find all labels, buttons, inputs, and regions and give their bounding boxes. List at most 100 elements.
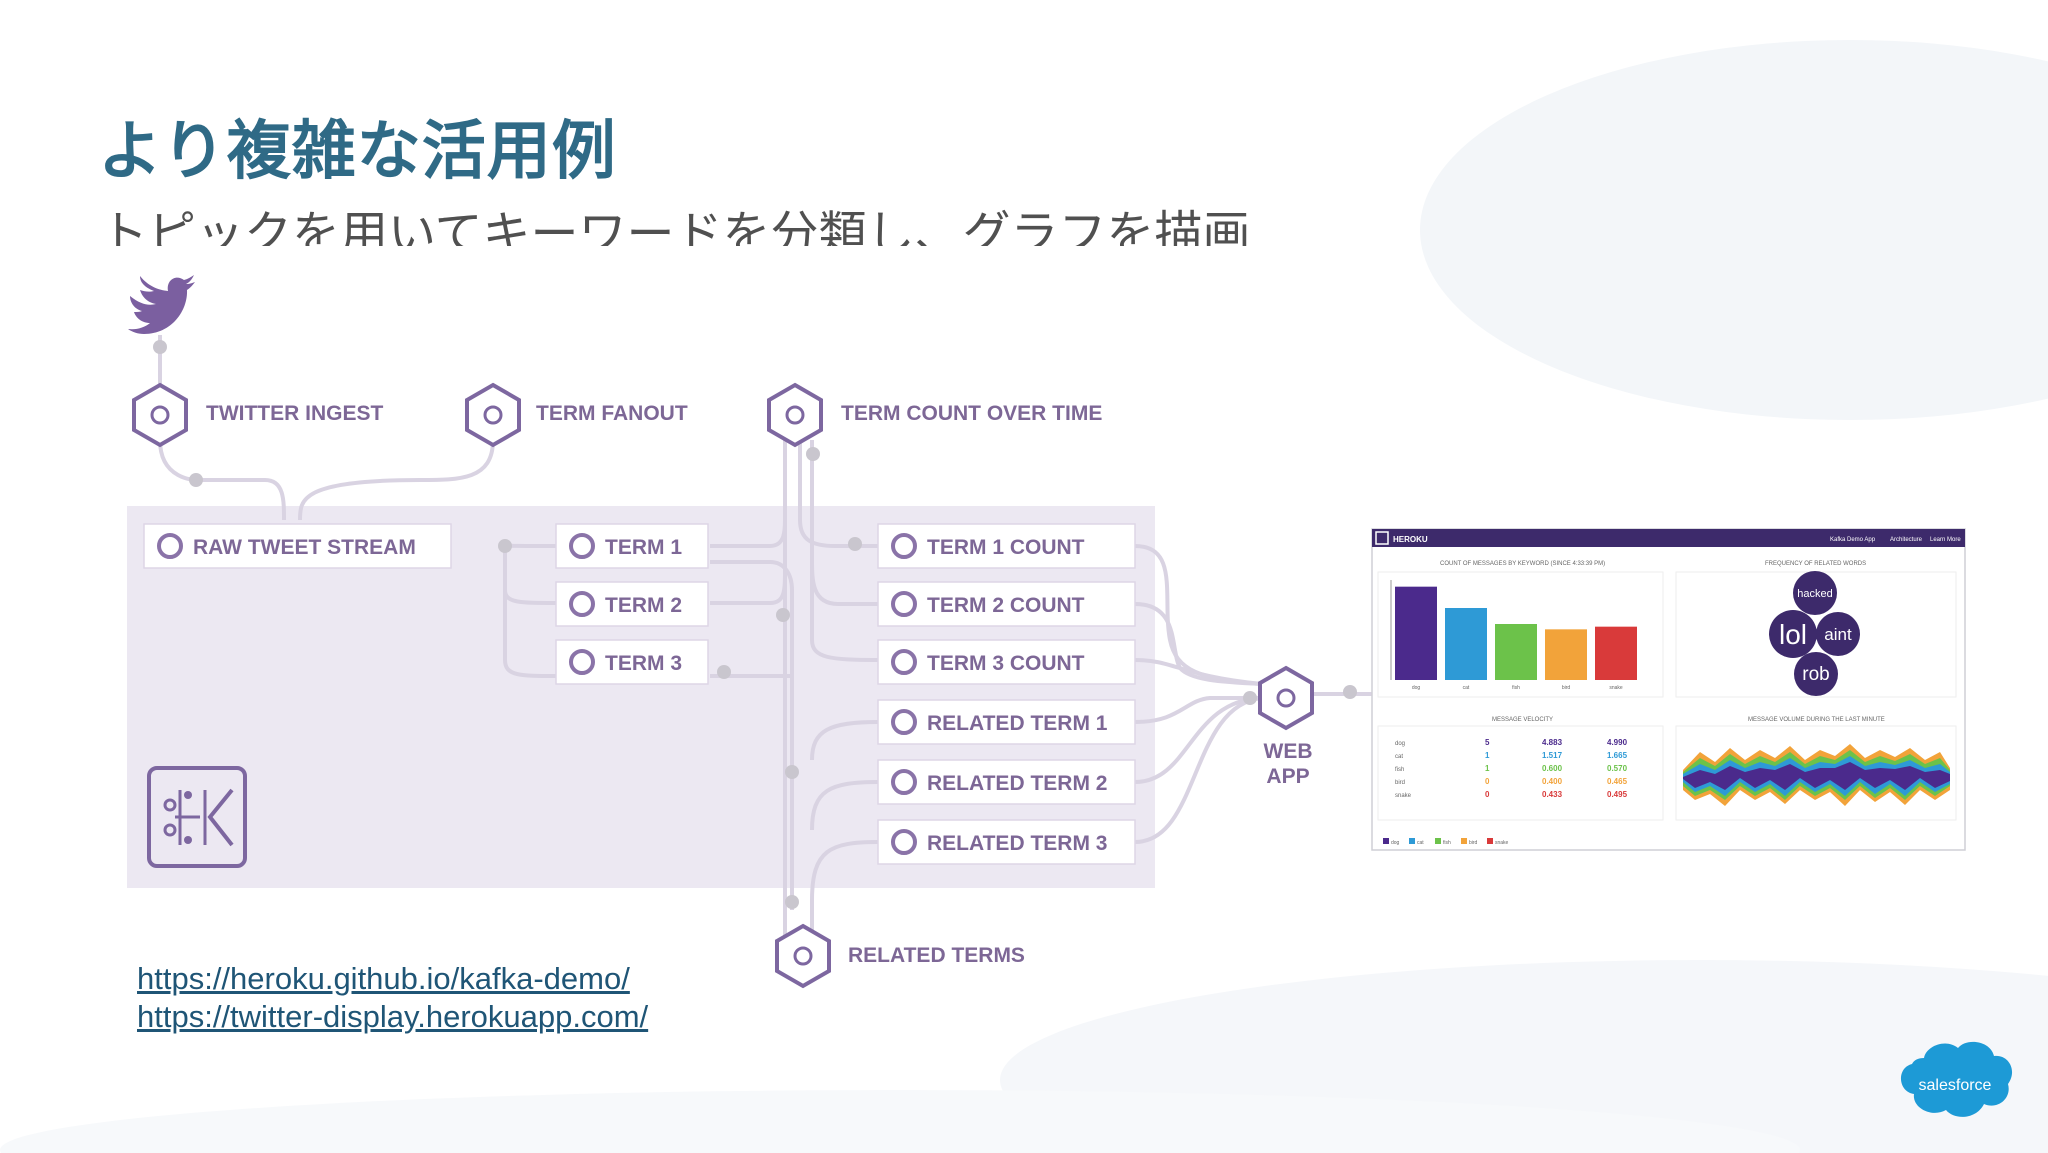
web-app-label-line2: APP [1266,765,1309,788]
dashboard-preview: HEROKU Kafka Demo App Architecture Learn… [1371,528,1966,851]
reference-links: https://heroku.github.io/kafka-demo/ htt… [137,960,648,1036]
velocity-cell: 4.990 [1607,738,1628,747]
stream-label: TERM 3 COUNT [927,652,1085,675]
velocity-cell: 0.400 [1542,777,1563,786]
stream-label: RELATED TERM 1 [927,712,1108,735]
topic-related-terms: RELATED TERMS [775,923,1025,989]
topic-term-fanout: TERM FANOUT [465,382,688,448]
slide-title: より複雑な活用例 [98,115,617,189]
twitter-bird-icon [128,275,195,334]
stream-label: TERM 3 [605,652,682,675]
stream-related-term-1: RELATED TERM 1 [877,699,1136,745]
hexagon-node-icon [767,382,823,448]
velocity-cell: bird [1395,780,1405,786]
legend-swatch [1487,838,1493,844]
dashboard-nav-2: Architecture [1890,537,1923,543]
legend-label: snake [1495,840,1509,846]
bar-fish [1495,624,1537,680]
legend-label: dog [1391,840,1400,846]
velocity-cell: 0 [1485,790,1490,799]
word-rob: rob [1802,664,1829,685]
stream-term-1-count: TERM 1 COUNT [877,523,1136,569]
word-lol: lol [1779,619,1807,650]
legend-swatch [1461,838,1467,844]
stream-term-3-count: TERM 3 COUNT [877,639,1136,685]
hexagon-node-icon [132,382,188,448]
stream-label: RELATED TERM 3 [927,832,1107,855]
web-app-label-line1: WEB [1264,740,1313,763]
bar-dog [1395,586,1437,680]
dashboard-nav-3: Learn More [1930,537,1961,543]
dashboard-legend: dog cat fish bird snake [1383,838,1509,846]
legend-label: cat [1417,840,1424,846]
slide-subtitle: トピックを用いてキーワードを分類し、グラフを描画 [100,206,1251,246]
velocity-cell: fish [1395,767,1404,773]
velocity-cell: 1 [1485,764,1490,773]
dashboard-brand: HEROKU [1393,535,1428,544]
connector-lines [158,335,1372,940]
bar-category-label: dog [1412,685,1421,691]
bar-category-label: fish [1512,685,1520,691]
stream-raw-tweet: RAW TWEET STREAM [143,523,452,569]
topic-term-count-over-time: TERM COUNT OVER TIME [767,382,1102,448]
volume-stream-graph [1683,744,1950,806]
topic-twitter-ingest: TWITTER INGEST [132,382,383,448]
velocity-cell: 0.600 [1542,764,1563,773]
bar-cat [1445,608,1487,680]
velocity-cell: 5 [1485,738,1490,747]
salesforce-logo: salesforce [1900,1041,2013,1117]
velocity-cell: dog [1395,741,1405,747]
bar-chart-title: COUNT OF MESSAGES BY KEYWORD (SINCE 4:33… [1440,561,1605,567]
stream-label: TERM 1 COUNT [927,536,1085,559]
stream-label: RAW TWEET STREAM [193,536,416,559]
velocity-cell: snake [1395,793,1412,799]
topic-label: RELATED TERMS [848,944,1025,967]
bar-category-label: bird [1562,685,1571,691]
legend-label: bird [1469,840,1478,846]
stream-term-1: TERM 1 [555,523,709,569]
link-kafka-demo[interactable]: https://heroku.github.io/kafka-demo/ [137,961,630,996]
bar-bird [1545,629,1587,680]
hexagon-node-icon [465,382,521,448]
velocity-title: MESSAGE VELOCITY [1492,717,1553,723]
stream-related-term-3: RELATED TERM 3 [877,819,1136,865]
velocity-cell: 0.570 [1607,764,1628,773]
velocity-cell: 1.665 [1607,751,1628,760]
velocity-cell: 1 [1485,751,1490,760]
dashboard-nav-1: Kafka Demo App [1830,537,1876,543]
word-hacked: hacked [1797,588,1832,600]
link-twitter-display[interactable]: https://twitter-display.herokuapp.com/ [137,999,649,1034]
velocity-cell: 0.433 [1542,790,1563,799]
volume-title: MESSAGE VOLUME DURING THE LAST MINUTE [1748,717,1885,723]
legend-swatch [1383,838,1389,844]
velocity-cell: 0.465 [1607,777,1628,786]
velocity-cell: 1.517 [1542,751,1563,760]
topic-label: TWITTER INGEST [206,402,383,425]
legend-swatch [1435,838,1441,844]
stream-label: RELATED TERM 2 [927,772,1107,795]
stream-label: TERM 2 COUNT [927,594,1085,617]
stream-term-3: TERM 3 [555,639,709,685]
legend-label: fish [1443,840,1451,846]
hexagon-node-icon [1258,665,1314,731]
hexagon-node-icon [775,923,831,989]
words-title: FREQUENCY OF RELATED WORDS [1765,561,1866,567]
word-aint: aint [1824,625,1852,644]
stream-term-2-count: TERM 2 COUNT [877,581,1136,627]
bar-snake [1595,626,1637,680]
bar-category-label: cat [1463,685,1470,691]
stream-label: TERM 2 [605,594,682,617]
velocity-cell: cat [1395,754,1403,760]
velocity-cell: 0.495 [1607,790,1628,799]
stream-label: TERM 1 [605,536,682,559]
velocity-cell: 0 [1485,777,1490,786]
salesforce-text: salesforce [1919,1077,1992,1094]
stream-related-term-2: RELATED TERM 2 [877,759,1136,805]
stream-term-2: TERM 2 [555,581,709,627]
junction-dots [153,340,1357,909]
topic-web-app: WEB APP [1258,665,1314,788]
